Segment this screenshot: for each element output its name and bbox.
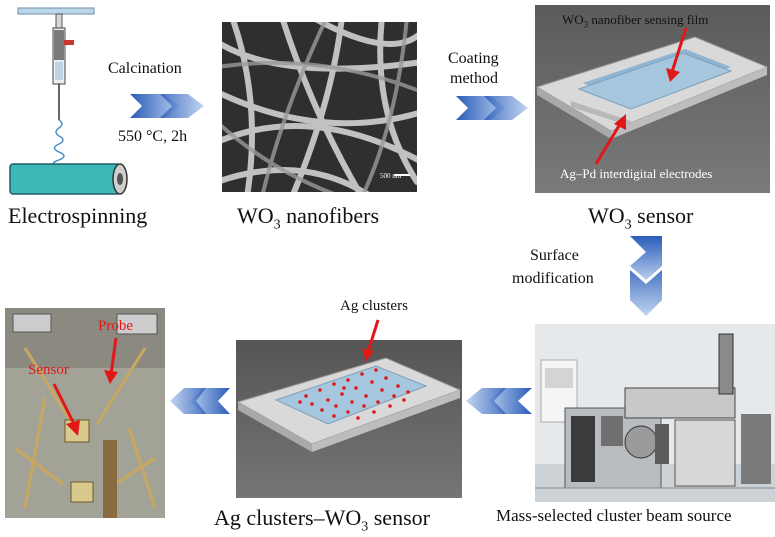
coating-label-line1: Coating [448,50,499,67]
wo3-sensor-label: WO3 sensor [588,203,694,233]
surface-arrow-icon [630,236,662,316]
cluster-beam-source-photo [535,324,775,502]
calcination-label: Calcination [108,60,182,77]
nanofibers-label: WO3 nanofibers [237,203,380,233]
scale-bar-label: 500 nm [380,172,402,180]
sem-image-nanofibers [222,22,417,192]
ag-clusters-pointer-icon [362,319,380,362]
ag-wo3-sensor-render [236,340,462,498]
probe-station-photo [5,308,165,518]
sensor-pointer-icon [52,383,80,436]
surface-label-line1: Surface [530,247,579,264]
electrospinning-label: Electrospinning [8,203,148,228]
probe-pointer-icon [104,337,118,384]
wo3-sensor-render [535,5,770,193]
electrodes-label: Ag–Pd interdigital electrodes [560,166,713,181]
testing-arrow-icon [170,388,230,414]
sensing-film-pointer-icon [666,27,688,82]
probe-label: Probe [98,318,133,334]
sensor-label: Sensor [28,362,69,378]
electrospinning-illustration [9,7,128,195]
coating-arrow-icon [456,96,528,120]
sensing-film-label: WO3 nanofiber sensing film [562,12,709,30]
cluster-source-label: Mass-selected cluster beam source [496,506,732,525]
ag-wo3-sensor-label: Ag clusters–WO3 sensor [214,505,430,535]
calcination-condition: 550 °C, 2h [118,128,188,145]
ag-clusters-label: Ag clusters [340,298,408,314]
calcination-arrow-icon [130,94,204,118]
electrodes-pointer-icon [594,114,626,165]
coating-label-line2: method [450,70,498,87]
deposition-arrow-icon [466,388,532,414]
surface-label-line2: modification [512,270,594,287]
